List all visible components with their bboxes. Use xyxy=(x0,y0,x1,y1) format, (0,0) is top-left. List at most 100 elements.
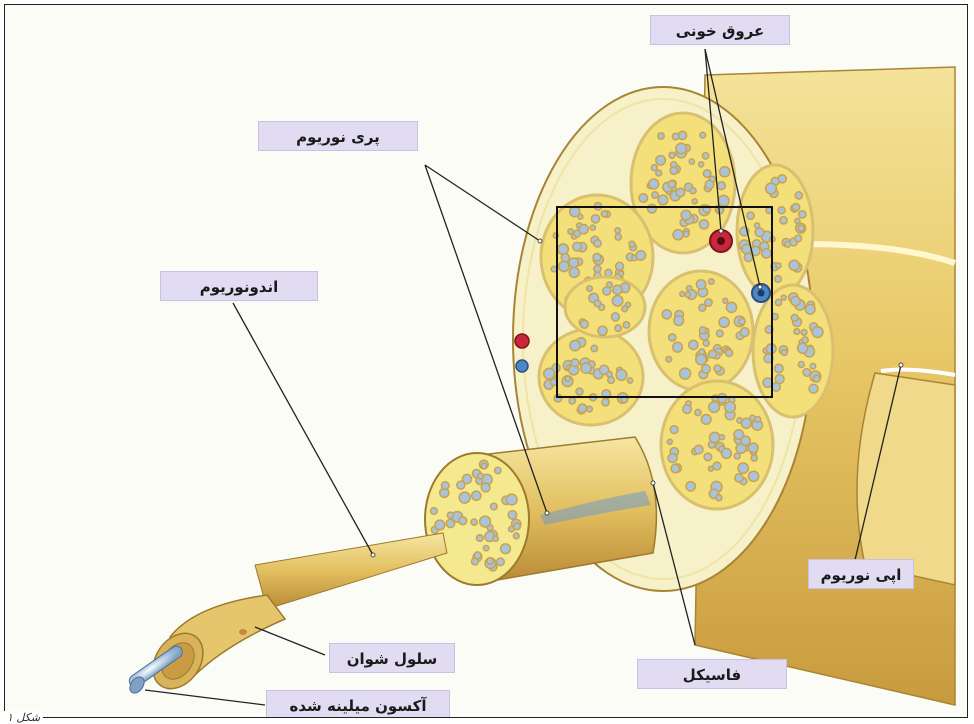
axon-dot xyxy=(493,536,498,541)
axon-dot xyxy=(446,519,454,527)
axon-dot xyxy=(658,133,664,139)
axon-dot xyxy=(739,318,745,324)
label-epineurium: اپی نوریوم xyxy=(808,559,914,589)
axon-dot xyxy=(544,368,555,379)
axon-dot xyxy=(695,409,701,415)
axon-dot xyxy=(791,297,800,306)
axon-dot xyxy=(775,299,781,305)
axon-dot xyxy=(763,378,772,387)
axon-dot xyxy=(755,228,764,237)
axon-dot xyxy=(613,285,622,294)
axon-dot xyxy=(716,330,723,337)
axon-dot xyxy=(803,369,811,377)
nerve-cross-section-illustration xyxy=(5,5,968,718)
axon-dot xyxy=(571,359,579,367)
axon-dot xyxy=(670,426,678,434)
axon-dot xyxy=(481,483,490,492)
axon-dot xyxy=(718,195,729,206)
axon-dot xyxy=(792,204,799,211)
axon-dot xyxy=(680,292,685,297)
axon-dot xyxy=(775,364,784,373)
nerve-fiber xyxy=(255,533,447,609)
axon-dot xyxy=(735,474,743,482)
axon-dot xyxy=(601,211,607,217)
axon-dot xyxy=(723,298,728,303)
axon-dot xyxy=(686,482,695,491)
axon-dot xyxy=(569,267,579,277)
label-fascicle: فاسیکل xyxy=(637,659,787,689)
axon-dot xyxy=(656,170,662,176)
axon-dot xyxy=(673,342,683,352)
axon-dot xyxy=(810,363,816,369)
axon-dot xyxy=(780,217,787,224)
axon-dot xyxy=(702,153,708,159)
axon-dot xyxy=(491,503,498,510)
axon-dot xyxy=(576,388,583,395)
axon-dot xyxy=(699,327,706,334)
axon-dot xyxy=(508,511,517,520)
axon-dot xyxy=(623,322,629,328)
axon-dot xyxy=(714,365,721,372)
axon-dot xyxy=(801,330,807,336)
axon-dot xyxy=(587,286,593,292)
axon-dot xyxy=(683,405,692,414)
axon-dot xyxy=(680,368,691,379)
axon-dot xyxy=(690,188,696,194)
axon-dot xyxy=(795,192,802,199)
axon-dot xyxy=(652,192,659,199)
axon-dot xyxy=(740,328,749,337)
axon-dot xyxy=(459,492,470,503)
axon-dot xyxy=(721,448,731,458)
axon-dot xyxy=(480,516,491,527)
axon-dot xyxy=(658,195,668,205)
axon-dot xyxy=(699,220,708,229)
axon-dot xyxy=(699,304,706,311)
axon-dot xyxy=(726,302,736,312)
axon-dot xyxy=(719,317,729,327)
axon-dot xyxy=(629,241,635,247)
axon-dot xyxy=(668,454,677,463)
axon-dot xyxy=(608,377,615,384)
axon-dot xyxy=(742,245,751,254)
axon-dot xyxy=(497,558,505,566)
axon-dot xyxy=(689,159,694,164)
axon-dot xyxy=(457,481,465,489)
axon-dot xyxy=(580,320,588,328)
axon-dot xyxy=(578,214,583,219)
axon-dot xyxy=(615,325,622,332)
axon-dot xyxy=(591,345,597,351)
axon-dot xyxy=(692,199,697,204)
axon-dot xyxy=(600,365,609,374)
axon-dot xyxy=(672,133,679,140)
diagram-frame: عروق خونی پری نوریوم اندونوریوم اپی نوری… xyxy=(4,4,968,718)
axon-dot xyxy=(487,558,494,565)
axon-dot xyxy=(673,230,683,240)
axon-dot xyxy=(700,132,706,138)
axon-dot xyxy=(744,253,752,261)
axon-dot xyxy=(472,491,481,500)
axon-dot xyxy=(651,165,657,171)
axon-dot xyxy=(558,244,569,255)
axon-dot xyxy=(671,464,679,472)
axon-dot xyxy=(720,167,730,177)
axon-dot xyxy=(579,225,588,234)
axon-dot xyxy=(593,253,601,261)
axon-dot xyxy=(667,439,672,444)
axon-dot xyxy=(612,296,623,307)
axon-dot xyxy=(709,279,715,285)
axon-dot xyxy=(666,357,672,363)
axon-dot xyxy=(699,349,705,355)
axon-dot xyxy=(799,211,806,218)
axon-dot xyxy=(573,242,582,251)
axon-dot xyxy=(598,326,607,335)
axon-dot xyxy=(656,156,666,166)
label-schwann-cell: سلول شوان xyxy=(329,643,455,673)
axon-dot xyxy=(738,463,748,473)
axon-dot xyxy=(775,276,782,283)
axon-dot xyxy=(791,315,798,322)
small-vein-icon xyxy=(516,360,528,372)
axon-dot xyxy=(605,269,612,276)
axon-dot xyxy=(615,228,621,234)
axon-dot xyxy=(781,295,786,300)
axon-dot xyxy=(561,254,569,262)
